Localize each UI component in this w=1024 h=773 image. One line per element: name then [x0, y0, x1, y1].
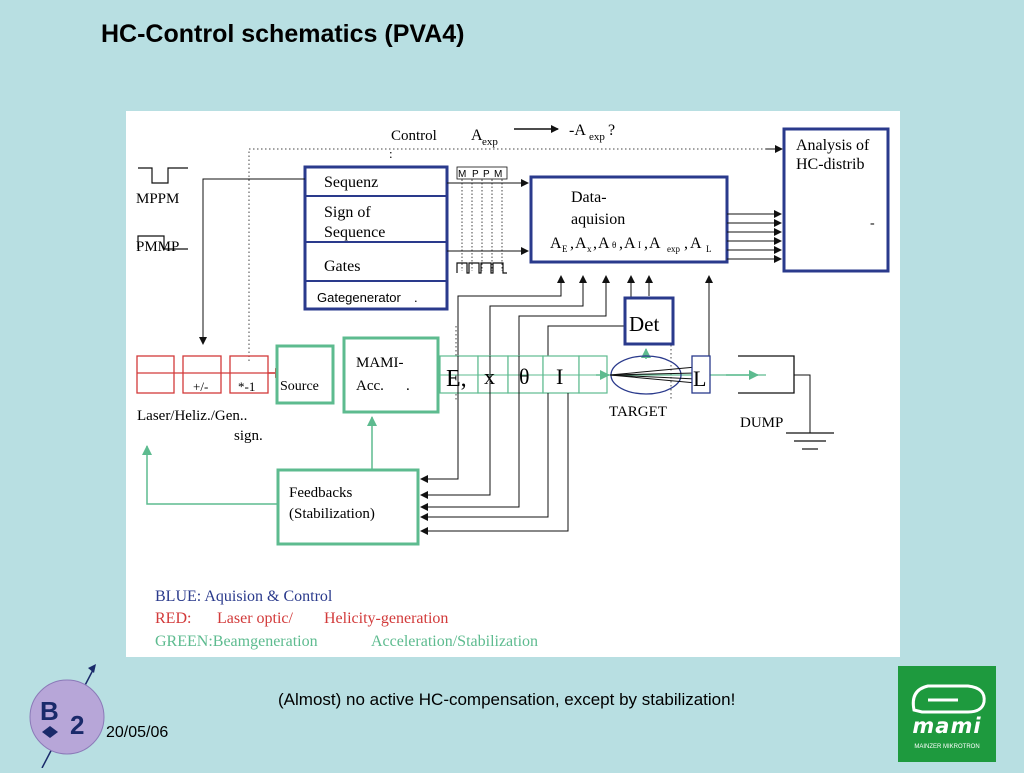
- legend-blue: BLUE: Aquision & Control: [155, 588, 333, 605]
- seq-sign2: Sequence: [324, 224, 385, 241]
- gate-dotted-lines: [461, 169, 503, 271]
- seq-gategen-dot: .: [414, 290, 418, 305]
- legend-red-a: RED:: [155, 610, 191, 627]
- a-exp-sub: exp: [482, 136, 498, 148]
- neg-a-exp-sub: exp: [589, 131, 605, 143]
- source-box: [275, 344, 335, 405]
- mami-dot: .: [406, 378, 410, 394]
- mpp-label-0: M: [458, 169, 466, 180]
- legend-red-c: Helicity-generation: [324, 610, 448, 627]
- feedback-to-laser-line: [142, 445, 278, 505]
- svg-text:A: A: [598, 235, 610, 252]
- slide-date: 20/05/06: [106, 724, 169, 741]
- laser-label-line1: Laser/Heliz./Gen..: [137, 408, 247, 424]
- mppm-label: MPPM: [136, 191, 179, 207]
- source-label: Source: [280, 379, 319, 394]
- legend-green-a: GREEN:Beamgeneration: [155, 633, 318, 650]
- svg-text:,: ,: [593, 235, 597, 252]
- l-monitor-box: [691, 355, 711, 394]
- slide-title: HC-Control schematics (PVA4): [101, 20, 465, 48]
- mami-logo: mami MAINZER MIKROTRON: [898, 666, 996, 762]
- laser-boxes: [136, 355, 269, 394]
- l-monitor-label: L: [693, 366, 706, 391]
- legend-green-b: Acceleration/Stabilization: [371, 633, 538, 650]
- target-scatter-lines: [609, 366, 697, 384]
- hc-control-schematic: Control : A exp -A exp ? Analysis of HC-…: [136, 122, 890, 650]
- svg-text:,: ,: [644, 235, 648, 252]
- feedback-input-lines: [420, 356, 569, 535]
- feedback-line1: Feedbacks: [289, 485, 352, 501]
- svg-text:A: A: [624, 235, 636, 252]
- seq-sequenz: Sequenz: [324, 174, 378, 191]
- svg-text:A: A: [690, 235, 702, 252]
- svg-text:A: A: [575, 235, 587, 252]
- b2-logo-letter-b: B: [40, 696, 59, 726]
- svg-text:A: A: [550, 235, 562, 252]
- target-label: TARGET: [609, 404, 667, 420]
- data-acquisition-box: [529, 175, 729, 264]
- svg-text:I: I: [638, 240, 641, 250]
- seq-gategen: Gategenerator: [317, 290, 402, 305]
- detector-label: Det: [629, 312, 659, 336]
- svg-text:A: A: [649, 235, 661, 252]
- svg-text:E: E: [562, 244, 568, 254]
- detector-box: [623, 296, 675, 346]
- daq-formula: A E , A x , A θ , A I , A exp , A L: [550, 235, 712, 254]
- control-label: Control: [391, 128, 437, 144]
- svg-text:exp: exp: [667, 244, 680, 254]
- mami-logo-subtext: MAINZER MIKROTRON: [914, 744, 980, 750]
- svg-text:,: ,: [619, 235, 623, 252]
- mpp-labels: M P P M: [456, 166, 508, 180]
- mami-accelerator-box: [342, 336, 440, 414]
- schematic-panel: Control : A exp -A exp ? Analysis of HC-…: [126, 111, 900, 657]
- daq-line2: aquision: [571, 211, 625, 228]
- neg-a-exp-question: ?: [608, 122, 615, 139]
- daq-to-analysis-arrows: [727, 210, 782, 263]
- daq-line1: Data-: [571, 189, 607, 206]
- mppm-waveform: [137, 167, 188, 250]
- b2-logo-letter-2: 2: [70, 710, 84, 740]
- mami-line2: Acc.: [356, 378, 384, 394]
- dump-label: DUMP: [740, 415, 783, 431]
- svg-text:L: L: [706, 244, 712, 254]
- a-exp-label: A: [471, 127, 483, 144]
- analysis-box: [782, 127, 890, 273]
- svg-text:,: ,: [684, 235, 688, 252]
- feedback-box: [276, 468, 420, 546]
- analysis-dash: -: [870, 216, 875, 231]
- analysis-line2: HC-distrib: [796, 156, 864, 173]
- mpp-label-2: P: [483, 169, 490, 180]
- mami-logo-text: mami: [912, 714, 982, 738]
- sequence-to-helicity-line: [199, 178, 305, 345]
- beam-cell-angle: θ: [519, 364, 530, 389]
- legend-red-b: Laser optic/: [217, 610, 294, 627]
- seq-sign1: Sign of: [324, 204, 371, 221]
- svg-text:θ: θ: [612, 240, 616, 250]
- times-minus1-label: *-1: [238, 379, 255, 394]
- footer-note: (Almost) no active HC-compensation, exce…: [278, 690, 736, 709]
- mami-line1: MAMI-: [356, 355, 404, 371]
- b2-logo: B 2: [20, 660, 120, 769]
- gate-pulses: [456, 262, 507, 274]
- beam-cell-intensity: I: [556, 364, 563, 389]
- sequence-box: [303, 165, 449, 311]
- mpp-label-1: P: [472, 169, 479, 180]
- laser-label-line2: sign.: [234, 428, 263, 444]
- neg-a-exp-label: -A: [569, 122, 586, 139]
- control-colon: :: [389, 146, 393, 161]
- plus-minus-label: +/-: [193, 379, 208, 394]
- mpp-label-3: M: [494, 169, 502, 180]
- beam-cell-energy: E,: [446, 366, 467, 392]
- pmmp-label: PMMP: [136, 239, 179, 255]
- svg-text:,: ,: [570, 235, 574, 252]
- svg-text:x: x: [587, 244, 592, 254]
- feedback-line2: (Stabilization): [289, 506, 375, 522]
- seq-gates: Gates: [324, 258, 360, 275]
- analysis-line1: Analysis of: [796, 137, 870, 154]
